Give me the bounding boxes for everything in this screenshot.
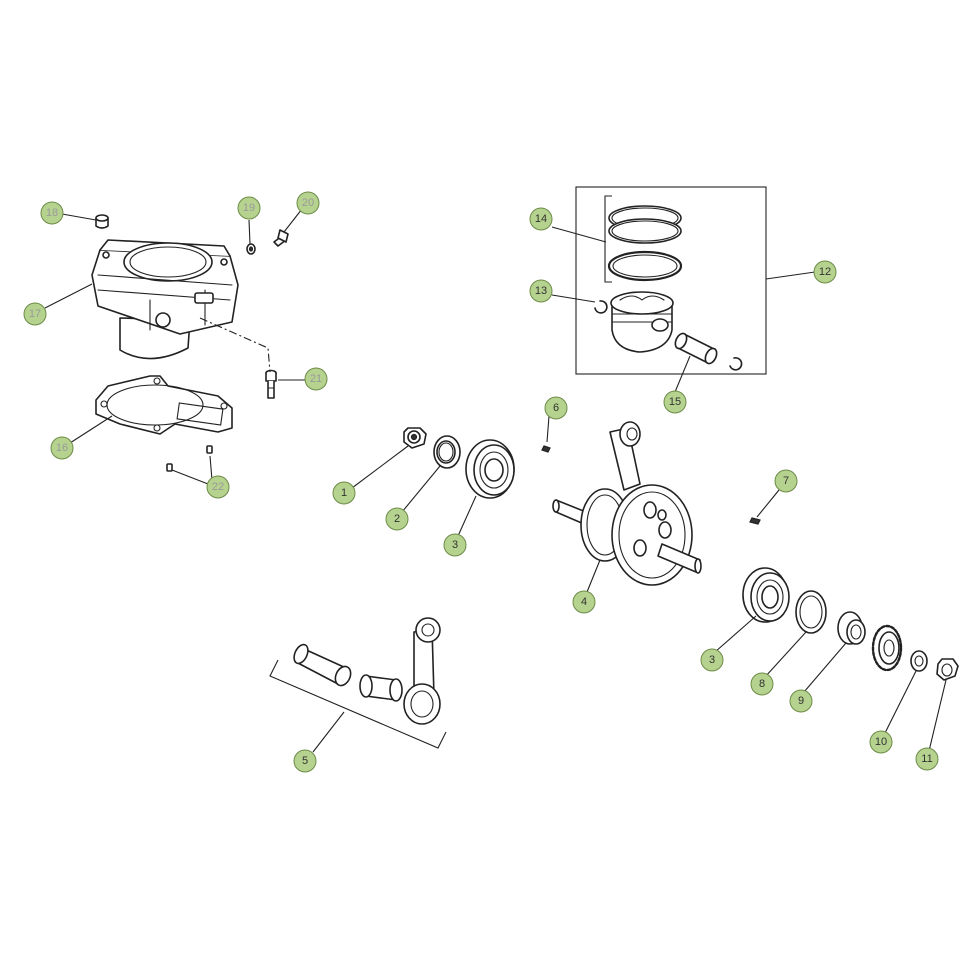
- callout-17[interactable]: 17: [23, 302, 47, 326]
- callout-label: 20: [302, 197, 314, 209]
- callout-label: 9: [798, 695, 804, 707]
- callout-label: 18: [46, 207, 58, 219]
- callout-8[interactable]: 8: [750, 672, 774, 696]
- pin-part: [166, 445, 213, 472]
- gear-part: [871, 624, 903, 672]
- callout-label: 16: [56, 442, 68, 454]
- callout-13[interactable]: 13: [529, 279, 553, 303]
- callout-14[interactable]: 14: [529, 207, 553, 231]
- callout-2[interactable]: 2: [385, 507, 409, 531]
- callout-11[interactable]: 11: [915, 747, 939, 771]
- callout-label: 21: [310, 373, 322, 385]
- callout-label: 19: [243, 202, 255, 214]
- callout-3-right[interactable]: 3: [700, 648, 724, 672]
- woodruff-key-part: [541, 445, 551, 453]
- piston-rings-part: [607, 205, 683, 282]
- callout-12[interactable]: 12: [813, 260, 837, 284]
- nut-right-part: [936, 658, 959, 681]
- crankshaft-part: [552, 421, 702, 586]
- woodruff-key-right-part: [749, 517, 761, 525]
- callout-label: 12: [819, 266, 831, 278]
- bearing-right-part: [742, 567, 790, 623]
- callout-19[interactable]: 19: [237, 196, 261, 220]
- callout-label: 2: [394, 513, 400, 525]
- piston-kit-frame: [575, 186, 767, 375]
- cylinder-gasket-part: [95, 375, 233, 435]
- connecting-rod-kit-part: [293, 617, 441, 725]
- callout-label: 14: [535, 213, 547, 225]
- leader-lines: [44, 208, 947, 753]
- circlip-right-part: [729, 357, 743, 371]
- callout-18[interactable]: 18: [40, 201, 64, 225]
- callout-label: 7: [783, 475, 789, 487]
- callout-label: 17: [29, 308, 41, 320]
- seal-ring-part: [433, 435, 461, 469]
- callout-label: 4: [581, 596, 587, 608]
- callout-3-left[interactable]: 3: [443, 533, 467, 557]
- callout-label: 8: [759, 678, 765, 690]
- callout-label: 5: [302, 755, 308, 767]
- callout-9[interactable]: 9: [789, 689, 813, 713]
- callout-6[interactable]: 6: [544, 396, 568, 420]
- callout-label: 3: [709, 654, 715, 666]
- callout-4[interactable]: 4: [572, 590, 596, 614]
- callout-label: 3: [452, 539, 458, 551]
- callout-label: 6: [553, 402, 559, 414]
- circlip-part: [594, 300, 608, 314]
- callout-label: 13: [535, 285, 547, 297]
- callout-7[interactable]: 7: [774, 469, 798, 493]
- spacer-ring-part: [795, 590, 827, 634]
- callout-label: 22: [212, 481, 224, 493]
- callout-22[interactable]: 22: [206, 475, 230, 499]
- piston-part: [610, 291, 674, 353]
- callout-20[interactable]: 20: [296, 191, 320, 215]
- callout-label: 10: [875, 736, 887, 748]
- nut-part: [403, 427, 427, 449]
- piston-pin-part: [674, 332, 718, 365]
- bearing-part: [465, 439, 515, 499]
- callout-21[interactable]: 21: [304, 367, 328, 391]
- bolt-part: [265, 369, 277, 399]
- callout-5[interactable]: 5: [293, 749, 317, 773]
- dowel-part: [95, 214, 109, 229]
- washer-part: [246, 243, 256, 255]
- callout-15[interactable]: 15: [663, 390, 687, 414]
- callout-label: 1: [341, 487, 347, 499]
- callout-label: 15: [669, 396, 681, 408]
- screw-part: [273, 229, 289, 247]
- cylinder-part: [91, 239, 239, 360]
- callout-16[interactable]: 16: [50, 436, 74, 460]
- callout-1[interactable]: 1: [332, 481, 356, 505]
- callout-10[interactable]: 10: [869, 730, 893, 754]
- callout-label: 11: [921, 753, 932, 765]
- sprocket-hub-part: [837, 611, 866, 645]
- washer-right-part: [910, 650, 928, 672]
